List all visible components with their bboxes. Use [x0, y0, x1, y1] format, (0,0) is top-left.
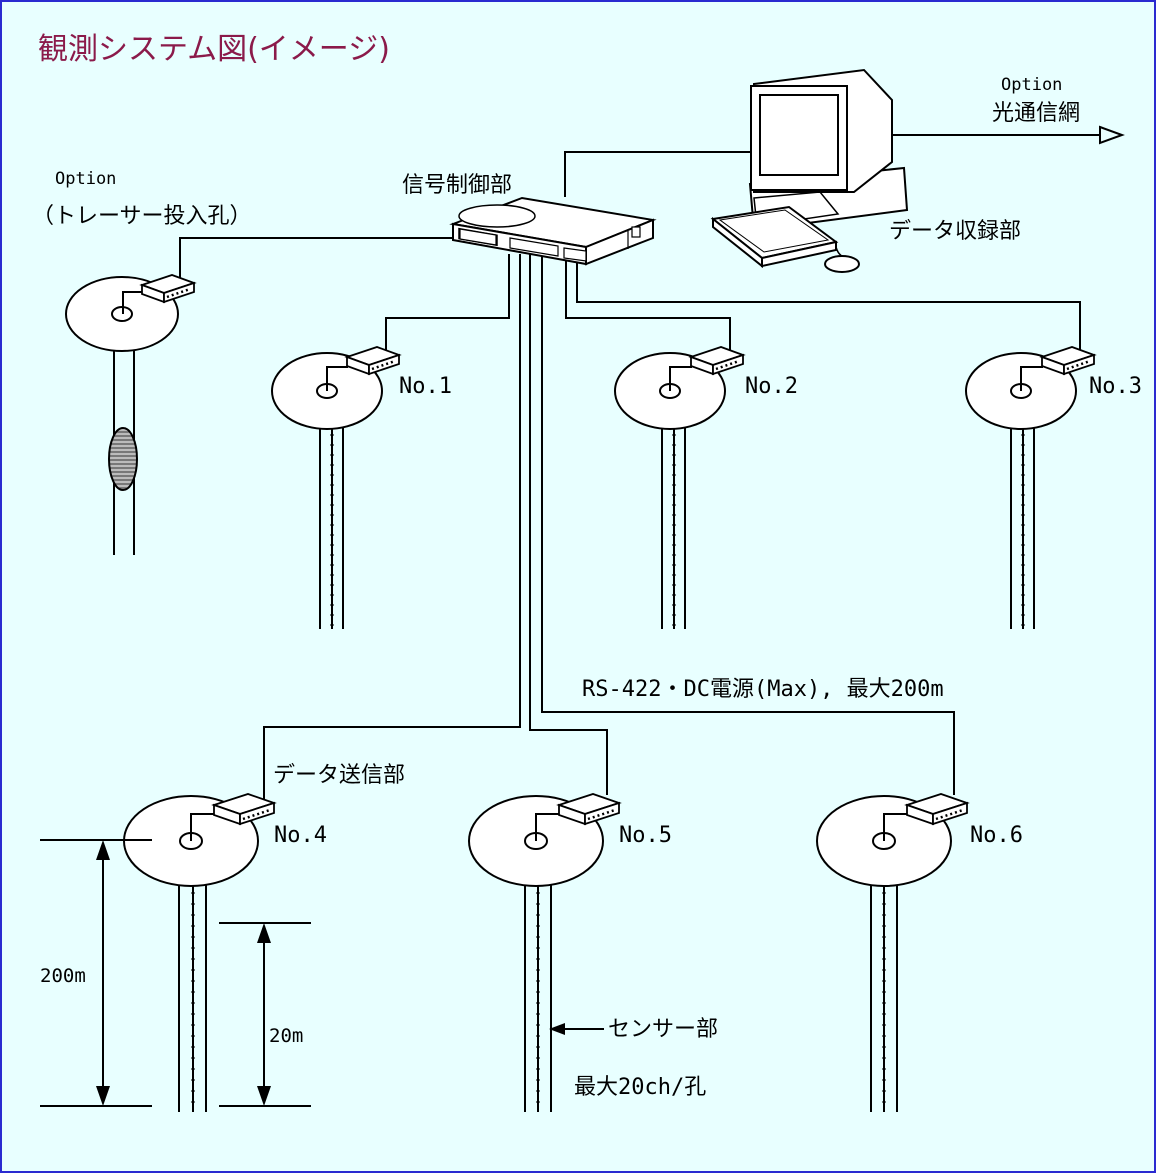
data-transmitter-icon	[139, 274, 1097, 826]
dimension-20m	[219, 922, 311, 1107]
cable-no5	[529, 254, 608, 795]
cables	[179, 151, 1081, 802]
well-no4	[123, 795, 259, 1112]
sensor-pointer	[549, 1023, 604, 1035]
sensor-part-label: センサー部	[608, 1017, 718, 1042]
no5-label: No.5	[619, 823, 672, 848]
optical-network-label: 光通信網	[992, 101, 1080, 126]
cable-no3	[576, 260, 1081, 358]
no3-label: No.3	[1089, 374, 1142, 399]
data-transmitter-label: データ送信部	[273, 763, 405, 788]
cable-no4	[263, 254, 521, 802]
no2-label: No.2	[745, 374, 798, 399]
computer-icon	[710, 68, 909, 273]
cable-spec-label: RS-422・DC電源(Max), 最大200m	[582, 677, 944, 702]
option-tracer-label: Option	[55, 169, 116, 189]
tracer-well	[65, 276, 179, 555]
no1-label: No.1	[399, 374, 452, 399]
well-no3	[965, 352, 1077, 629]
max-channels-label: 最大20ch/孔	[574, 1075, 706, 1100]
tracer-body	[108, 427, 138, 491]
cable-no6	[541, 254, 955, 795]
cable-no1	[385, 254, 510, 357]
cable-tracer	[179, 237, 453, 285]
dim-200m-label: 200m	[40, 965, 86, 987]
well-no5	[468, 795, 604, 1112]
data-recorder-label: データ収録部	[889, 219, 1021, 244]
no6-label: No.6	[970, 823, 1023, 848]
page-title: 観測システム図(イメージ)	[38, 32, 390, 67]
dim-20m-label: 20m	[269, 1025, 303, 1047]
well-no1	[271, 352, 383, 629]
tracer-hole-label: （トレーサー投入孔）	[32, 204, 252, 229]
optical-network-arrow	[889, 125, 1125, 145]
signal-control-label: 信号制御部	[402, 173, 512, 198]
cable-computer	[564, 151, 754, 197]
cable-no2	[565, 260, 731, 357]
well-no2	[614, 352, 726, 629]
well-no6	[816, 795, 952, 1112]
option-network-label: Option	[1001, 75, 1062, 95]
signal-controller-icon	[449, 196, 657, 266]
no4-label: No.4	[274, 823, 327, 848]
mouse-icon	[824, 255, 860, 273]
dimension-200m	[40, 839, 152, 1107]
